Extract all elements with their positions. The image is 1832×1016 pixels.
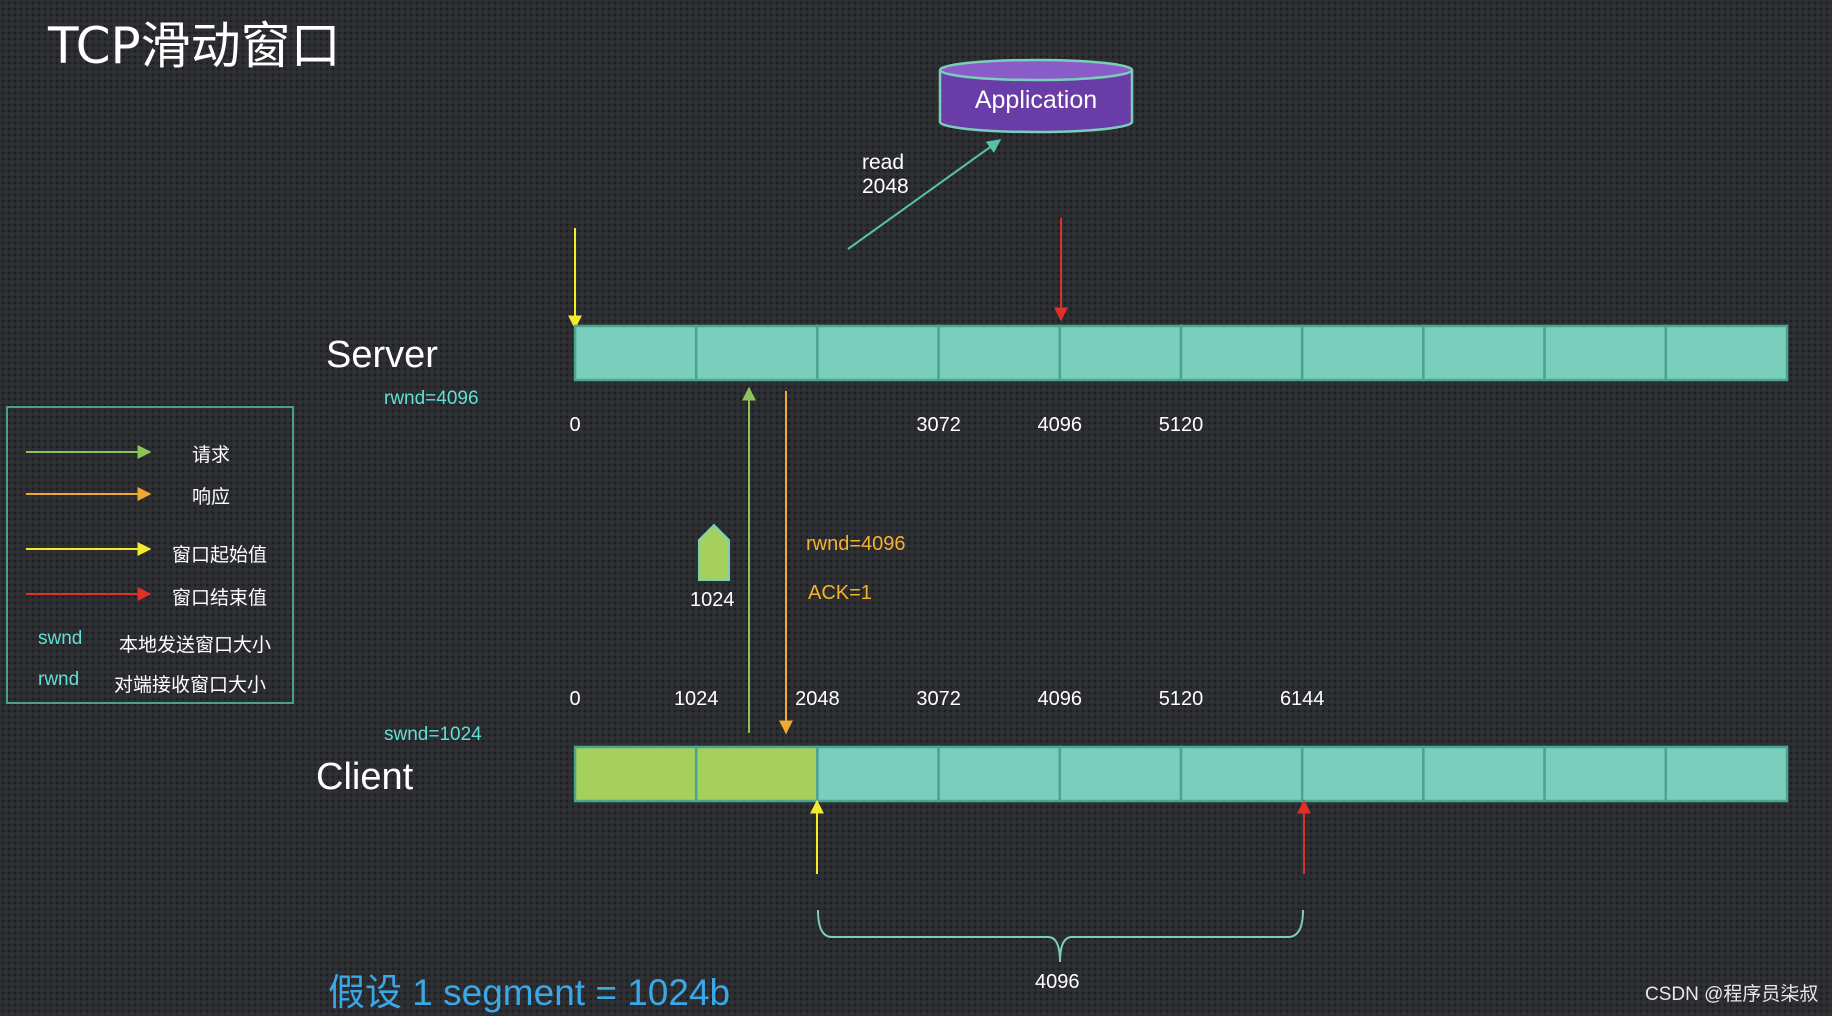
- legend-swnd-abbr: swnd: [38, 628, 83, 649]
- server-segment: [1179, 324, 1304, 382]
- server-rwnd-label: rwnd=4096: [384, 388, 479, 409]
- response-rwnd-label: rwnd=4096: [806, 533, 906, 555]
- server-tick-label: 5120: [1158, 414, 1204, 436]
- client-segment: [1300, 745, 1425, 803]
- packet-label: 1024: [690, 589, 735, 611]
- client-tick-label: 2048: [795, 688, 840, 710]
- window-brace: [817, 909, 1304, 963]
- legend-swnd-desc: 本地发送窗口大小: [119, 635, 272, 656]
- server-segment: [1543, 324, 1668, 382]
- response-ack-label: ACK=1: [808, 582, 872, 604]
- client-tick-label: 4096: [1037, 688, 1083, 710]
- server-segment: [573, 324, 698, 382]
- watermark: CSDN @程序员柒叔: [1645, 984, 1819, 1005]
- legend-window-start-label: 窗口起始值: [172, 545, 268, 566]
- read-arrow: [847, 139, 1002, 250]
- legend-rwnd-abbr: rwnd: [38, 669, 80, 690]
- client-tick-label: 6144: [1279, 688, 1325, 710]
- server-segment: [937, 324, 1062, 382]
- client-segment: [1179, 745, 1304, 803]
- client-segment: [937, 745, 1062, 803]
- server-segment: [1664, 324, 1789, 382]
- server-buffer: [573, 324, 1789, 382]
- server-tick-label: 4096: [1037, 414, 1083, 436]
- client-label: Client: [316, 756, 414, 798]
- legend-response-label: 响应: [192, 487, 231, 508]
- client-segment: [1058, 745, 1183, 803]
- read-label: read: [862, 151, 905, 174]
- page-title: TCP滑动窗口: [48, 17, 341, 75]
- client-swnd-label: swnd=1024: [384, 724, 482, 745]
- client-segment: [816, 745, 940, 803]
- packet-icon: [698, 523, 730, 581]
- server-segment: [816, 324, 940, 382]
- window-size-label: 4096: [1035, 971, 1080, 993]
- client-buffer: [573, 745, 1789, 803]
- client-segment: [1543, 745, 1668, 803]
- client-tick-label: 1024: [673, 688, 719, 710]
- client-tick-label: 3072: [916, 688, 961, 710]
- legend: [6, 406, 294, 704]
- legend-request-label: 请求: [192, 445, 231, 466]
- server-tick-label: 3072: [916, 414, 961, 436]
- segment-note: 假设 1 segment = 1024b: [328, 972, 731, 1013]
- read-amount-label: 2048: [862, 175, 909, 198]
- client-segment: [694, 745, 819, 803]
- client-segment: [573, 745, 698, 803]
- server-tick-label: 0: [569, 414, 581, 436]
- client-tick-label: 0: [569, 688, 581, 710]
- legend-rwnd-desc: 对端接收窗口大小: [114, 675, 267, 696]
- server-segment: [1058, 324, 1183, 382]
- client-tick-label: 5120: [1158, 688, 1204, 710]
- server-segment: [694, 324, 819, 382]
- client-segment: [1422, 745, 1546, 803]
- server-segment: [1300, 324, 1425, 382]
- server-segment: [1422, 324, 1546, 382]
- client-segment: [1664, 745, 1789, 803]
- application-label: Application: [974, 86, 1098, 114]
- application-cylinder: [938, 58, 1134, 134]
- server-label: Server: [326, 334, 438, 376]
- legend-window-end-label: 窗口结束值: [172, 588, 268, 609]
